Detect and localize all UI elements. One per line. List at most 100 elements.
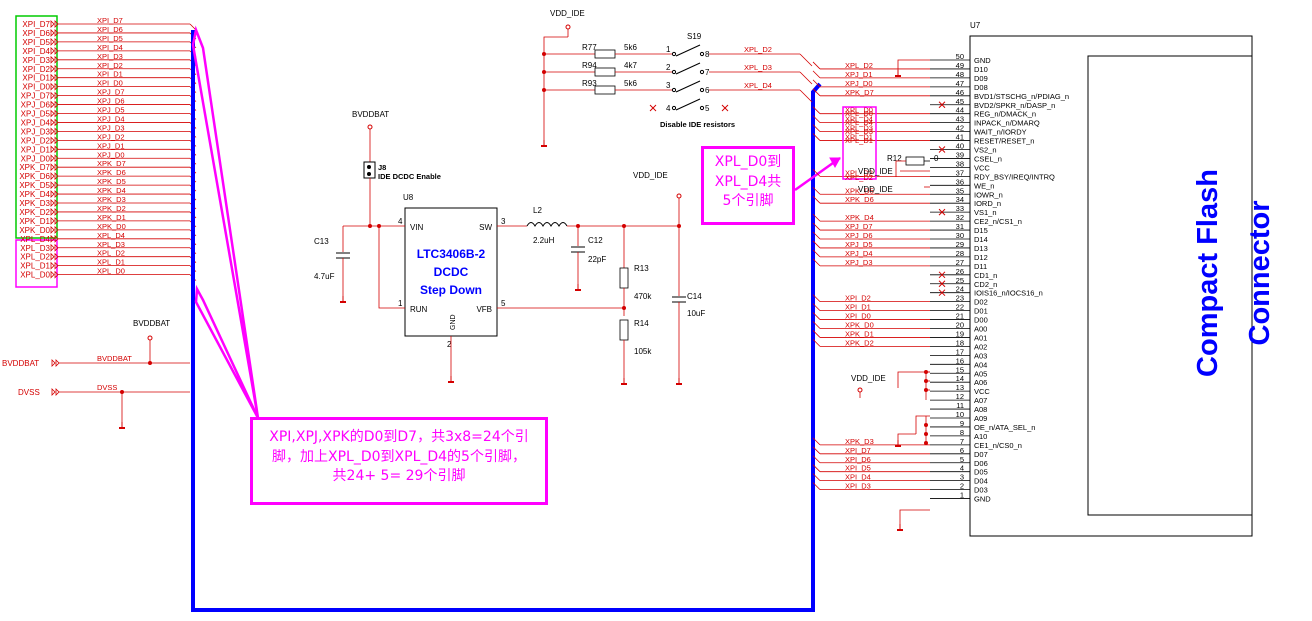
connector-net-label: XPL_D3 [845, 124, 873, 133]
bvddbat-net-label: BVDDBAT [97, 354, 132, 363]
connector-pin-number: 13 [956, 383, 964, 392]
connector-no-connect [938, 271, 946, 279]
xpl-box-label: XPL_D3 [845, 127, 873, 136]
connector-pin-name: WE_n [974, 181, 994, 190]
connector-pin-name: RESET/RESET_n [974, 137, 1034, 146]
net-label: XPL_D3 [97, 240, 125, 249]
jumper-ref: J8 [378, 163, 386, 172]
port-label: XPL_D3 [20, 244, 50, 253]
bus-entry [812, 240, 821, 249]
connector-ref: U7 [970, 21, 981, 30]
connector-pin-name: IOWR_n [974, 190, 1003, 199]
switch-pin-number: 8 [705, 50, 710, 59]
connector-pin-name: VCC [974, 387, 990, 396]
connector-pin-name: IORD_n [974, 199, 1001, 208]
r14-ref: R14 [634, 319, 649, 328]
port-arrow [54, 118, 59, 127]
resistor-ref: R93 [582, 79, 597, 88]
c14-value: 10uF [687, 309, 705, 318]
connector-pin-number: 19 [956, 329, 964, 338]
main-annotation-line-2: 脚，加上XPL_D0到XPL_D4的5个引脚， [272, 448, 526, 465]
connector-pin-number: 24 [956, 285, 964, 294]
bus-entry [812, 186, 821, 195]
connector-net-label: XPI_D5 [845, 464, 871, 473]
net-label: XPK_D6 [97, 168, 126, 177]
right-annotation: XPL_D0到 XPL_D4共 5个引脚 [701, 146, 795, 225]
net-label: XPJ_D3 [97, 123, 125, 132]
vdd-ide-power-circle [857, 387, 863, 393]
connector-pin-name: WAIT_n/IORDY [974, 128, 1027, 137]
net-label: XPI_D2 [97, 61, 123, 70]
port-arrow [50, 64, 55, 73]
switch-contact [671, 87, 677, 93]
connector-pin-name: OE_n/ATA_SEL_n [974, 423, 1035, 432]
connector-pin-number: 26 [956, 267, 964, 276]
connector-net-label: XPI_D3 [845, 482, 871, 491]
port-arrow [54, 136, 59, 145]
connector-net-label: XPI_D1 [845, 303, 871, 312]
switch-pin-number: 6 [705, 86, 710, 95]
regulator-pin-num: 4 [398, 217, 403, 226]
connector-pin-number: 16 [956, 356, 964, 365]
port-arrow [54, 109, 59, 118]
regulator-pin-num: 3 [501, 217, 506, 226]
main-annotation-line-3: 共24+ 5= 29个引脚 [332, 468, 466, 485]
connector-pin-name: D07 [974, 450, 988, 459]
connector-net-label: XPK_D0 [845, 321, 874, 330]
connector-pin-number: 2 [960, 482, 964, 491]
port-arrow [54, 145, 59, 154]
xpl-group-box [842, 106, 877, 180]
resistor-value: 5k6 [624, 79, 637, 88]
regulator-name: LTC3406B-2 [417, 247, 486, 261]
port-arrow [54, 55, 59, 64]
port-label: XPL_D0 [20, 271, 50, 280]
port-arrow [50, 216, 55, 225]
bus-entry [812, 482, 821, 490]
bus-entry [812, 303, 821, 311]
connector-pin-name: A01 [974, 333, 987, 342]
net-label: XPJ_D7 [97, 88, 125, 97]
switch-pin-number: 7 [705, 68, 710, 77]
connector-pin-number: 44 [956, 106, 964, 115]
connector-pin-number: 50 [956, 52, 964, 61]
port-arrow [54, 243, 59, 252]
gnd-wire [915, 415, 930, 434]
port-label: XPJ_D2 [21, 136, 51, 145]
port-arrow [50, 37, 55, 46]
connector-no-connect [938, 101, 946, 109]
resistor-body [594, 85, 616, 95]
connector-net-label: XPJ_D3 [845, 258, 873, 267]
connector-pin-name: A00 [974, 325, 987, 334]
connector-inner-outline [1087, 55, 1252, 516]
port-arrow [54, 28, 59, 37]
port-label: XPJ_D6 [21, 101, 51, 110]
connector-net-label: XPK_D6 [845, 195, 874, 204]
regulator-pin-num: 1 [398, 299, 403, 308]
connector-pin-number: 18 [956, 338, 964, 347]
net-label: XPL_D1 [97, 258, 125, 267]
port-label: XPK_D1 [19, 217, 50, 226]
resistor-body [594, 67, 616, 77]
connector-pin-name: CE2_n/CS1_n [974, 217, 1022, 226]
gnd-wire [897, 59, 930, 70]
switch-contact [671, 51, 677, 57]
port-arrow [54, 91, 59, 100]
junction-dot [368, 224, 372, 228]
switch-net-label: XPL_D2 [744, 45, 772, 54]
net-label: XPI_D0 [97, 79, 123, 88]
port-arrow [50, 252, 55, 261]
r13-value: 470k [634, 292, 652, 301]
port-arrow [54, 82, 59, 91]
connector-pin-name: CD2_n [974, 280, 997, 289]
switch-lever [675, 62, 701, 75]
net-label: XPK_D3 [97, 195, 126, 204]
connector-pin-number: 40 [956, 142, 964, 151]
port-label: XPI_D1 [22, 74, 50, 83]
connector-net-label: XPJ_D1 [845, 70, 873, 79]
connector-net-label: XPK_D1 [845, 329, 874, 338]
net-label: XPL_D4 [97, 231, 125, 240]
right-annotation-line-1: XPL_D0到 [714, 154, 782, 170]
port-arrow [54, 20, 59, 28]
connector-net-label: XPI_D4 [845, 473, 871, 482]
bus-entry [812, 464, 821, 472]
